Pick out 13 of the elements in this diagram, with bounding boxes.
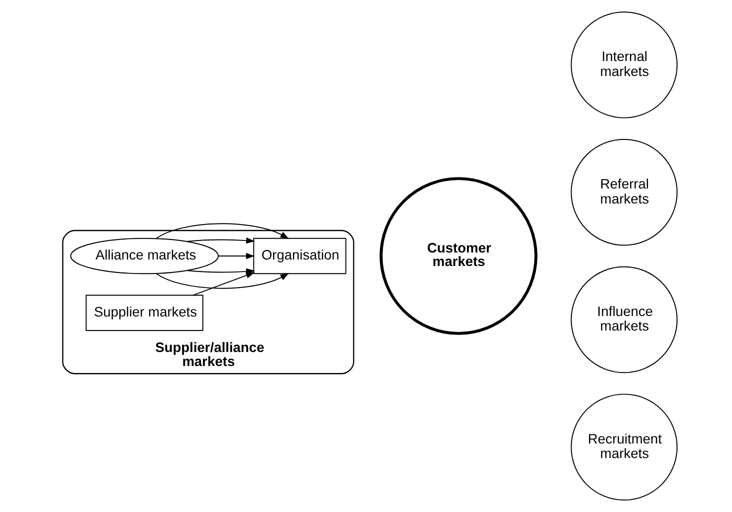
node-circle: Customer markets — [380, 177, 538, 335]
node-box: Organisation — [253, 238, 346, 274]
arrow — [156, 223, 290, 240]
arrow — [186, 237, 255, 244]
node-circle: Internal markets — [570, 11, 678, 118]
node-ellipse: Alliance markets — [70, 238, 219, 274]
node-circle: Referral markets — [570, 138, 678, 246]
node-box: Supplier markets — [86, 294, 204, 331]
arrow — [192, 272, 255, 296]
node-circle: Recruitment markets — [570, 394, 678, 501]
node-circle: Influence markets — [570, 266, 678, 374]
arrow — [156, 272, 290, 289]
arrow — [218, 252, 255, 260]
